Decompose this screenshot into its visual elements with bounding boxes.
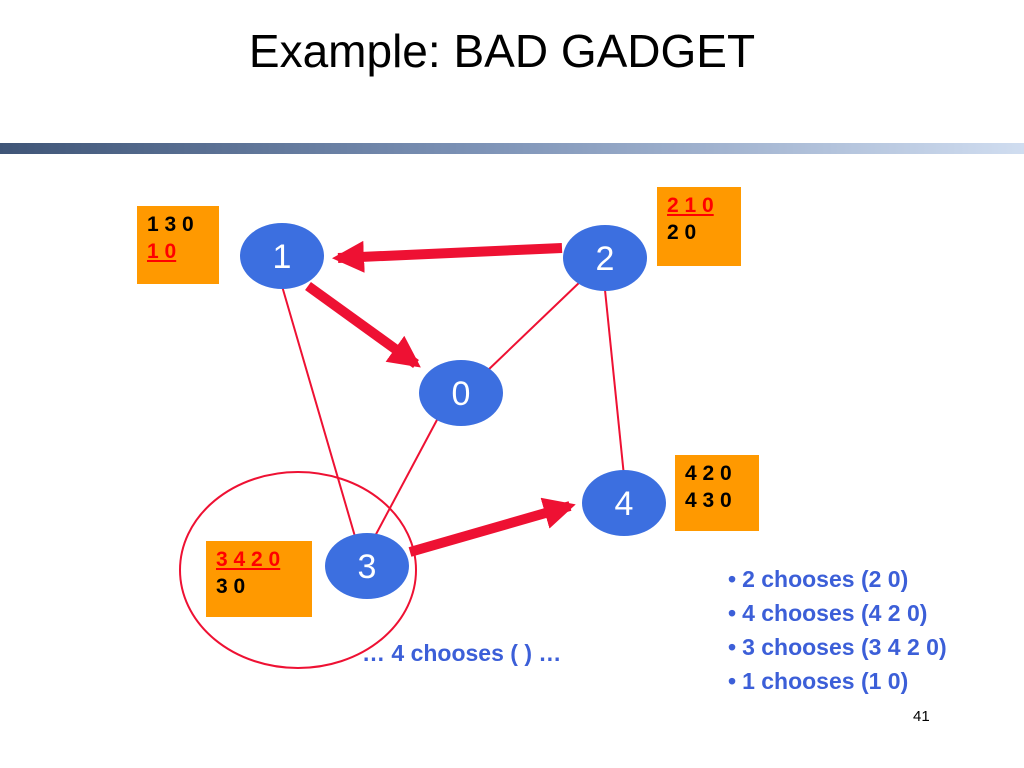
edge-2-4 [604,289,625,477]
choice-item-text: 4 chooses (4 2 0) [742,600,928,626]
node-4: 4 [582,470,666,536]
arrow-2-to-1 [332,240,563,273]
edge-1-3 [281,285,357,541]
node-4-path-box: 4 2 0 4 3 0 [675,455,759,531]
node-3-highlight-ellipse [179,471,417,669]
node-3: 3 [325,533,409,599]
caption-4-chooses: … 4 chooses ( ) … [362,640,562,666]
bullet-icon: • [728,668,737,694]
page-number: 41 [913,708,930,725]
node-1-label: 1 [273,238,292,276]
choice-item: •1 chooses (1 0) [728,664,947,698]
node-3-path-box: 3 4 2 0 3 0 [206,541,312,617]
node-4-path-second: 4 3 0 [685,489,732,512]
node-3-path-second: 3 0 [216,575,246,598]
edge-2-0 [485,279,583,373]
node-2-path-box: 2 1 0 2 0 [657,187,741,266]
node-1-path-second-preferred: 1 0 [147,240,177,263]
choice-item-text: 1 chooses (1 0) [742,668,909,694]
node-3-path-first-preferred: 3 4 2 0 [216,548,281,571]
slide-title: Example: BAD GADGET [248,25,756,77]
node-0: 0 [419,360,503,426]
choice-item-text: 3 chooses (3 4 2 0) [742,634,947,660]
bullet-icon: • [728,600,737,626]
arrow-3-to-4 [408,497,576,557]
choices-list: •2 chooses (2 0) •4 chooses (4 2 0) •3 c… [728,562,947,698]
choice-item: •3 chooses (3 4 2 0) [728,630,947,664]
choice-item-text: 2 chooses (2 0) [742,566,909,592]
node-1: 1 [240,223,324,289]
node-0-label: 0 [452,375,471,413]
choice-item: •4 chooses (4 2 0) [728,596,947,630]
arrow-1-to-0 [305,281,421,369]
bullet-icon: • [728,634,737,660]
choice-item: •2 chooses (2 0) [728,562,947,596]
node-2-path-first-preferred: 2 1 0 [667,194,714,217]
node-4-path-first: 4 2 0 [685,462,732,485]
node-3-label: 3 [358,548,377,586]
node-4-label: 4 [615,485,634,523]
node-1-path-first: 1 3 0 [147,213,194,236]
node-1-path-box: 1 3 0 1 0 [137,206,219,284]
edge-0-3 [373,417,439,539]
node-2: 2 [563,225,647,291]
title-divider [0,143,1024,154]
node-2-path-second: 2 0 [667,221,697,244]
node-2-label: 2 [596,240,615,278]
bullet-icon: • [728,566,737,592]
